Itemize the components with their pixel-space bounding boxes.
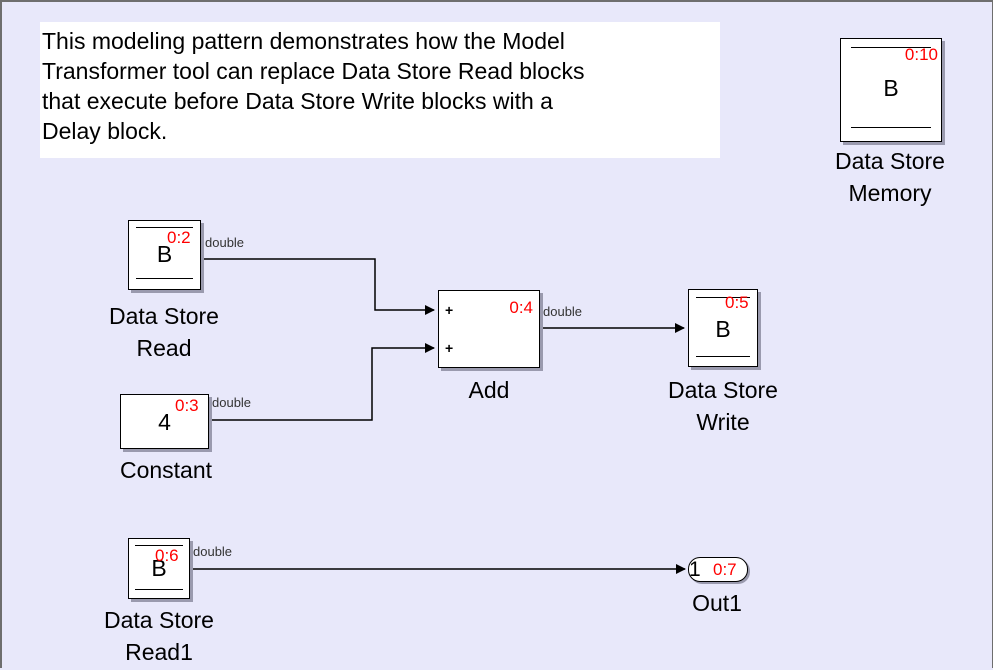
block-bottom-bar (135, 589, 183, 590)
annotation-note[interactable]: This modeling pattern demonstrates how t… (40, 22, 720, 158)
signal-constant-to-add (209, 343, 435, 421)
signal-dsr-to-add (202, 258, 435, 315)
block-bottom-bar (136, 278, 193, 279)
label-line: Out1 (692, 590, 742, 616)
block-symbol: 4 (158, 409, 171, 435)
annotation-line: Delay block. (42, 118, 168, 144)
label-line: Constant (119, 457, 213, 483)
data-store-read-block[interactable]: B 0:2 (128, 220, 201, 290)
block-top-bar (696, 297, 750, 298)
add-label: Add (439, 374, 539, 406)
label-line: Add (468, 377, 510, 403)
label-line: Write (696, 409, 750, 435)
data-store-read1-block[interactable]: B 0:6 (128, 538, 190, 599)
label-line: Data Store (668, 377, 778, 403)
annotation-line: Transformer tool can replace Data Store … (42, 58, 585, 84)
block-top-bar (135, 545, 183, 546)
execution-order: 0:6 (155, 546, 179, 565)
annotation-line: This modeling pattern demonstrates how t… (42, 28, 565, 54)
execution-order: 0:7 (713, 560, 737, 579)
block-symbol: B (883, 75, 899, 101)
execution-order: 0:3 (175, 396, 199, 415)
signal-type-label: double (543, 304, 583, 319)
constant-label: Constant (84, 454, 248, 486)
block-bottom-bar (851, 127, 931, 128)
add-input-port-1-sign: + (445, 302, 454, 318)
label-line: Read (136, 335, 192, 361)
block-symbol: B (156, 241, 173, 267)
block-bottom-bar (696, 356, 750, 357)
label-line: Memory (848, 180, 932, 206)
annotation-line: that execute before Data Store Write blo… (42, 88, 553, 114)
block-top-bar (851, 47, 931, 48)
signal-type-label: double (205, 235, 245, 250)
signal-type-label: double (193, 544, 233, 559)
execution-order: 0:10 (904, 45, 938, 64)
label-line: Data Store (109, 303, 219, 329)
block-top-bar (136, 227, 193, 228)
label-line: Data Store (104, 607, 214, 633)
add-input-port-2-sign: + (445, 340, 454, 356)
out1-port-block[interactable]: 1 0:7 (688, 557, 748, 582)
add-block[interactable]: + + 0:4 (438, 290, 540, 368)
data-store-read1-label: Data Store Read1 (77, 604, 241, 668)
out1-label: Out1 (667, 587, 767, 619)
data-store-write-block[interactable]: B 0:5 (688, 289, 758, 367)
data-store-memory-block[interactable]: B 0:10 (840, 38, 942, 142)
data-store-read-label: Data Store Read (82, 300, 246, 364)
data-store-write-label: Data Store Write (641, 374, 805, 438)
signal-type-label: double (212, 395, 252, 410)
label-line: Read1 (125, 639, 193, 665)
data-store-memory-label: Data Store Memory (808, 145, 972, 209)
constant-block[interactable]: 4 0:3 (120, 394, 209, 449)
block-symbol: B (151, 555, 167, 581)
block-symbol: 1 (689, 558, 701, 581)
block-symbol: B (715, 316, 731, 342)
execution-order: 0:4 (509, 298, 533, 317)
execution-order: 0:5 (725, 293, 749, 312)
execution-order: 0:2 (167, 228, 191, 247)
label-line: Data Store (835, 148, 945, 174)
